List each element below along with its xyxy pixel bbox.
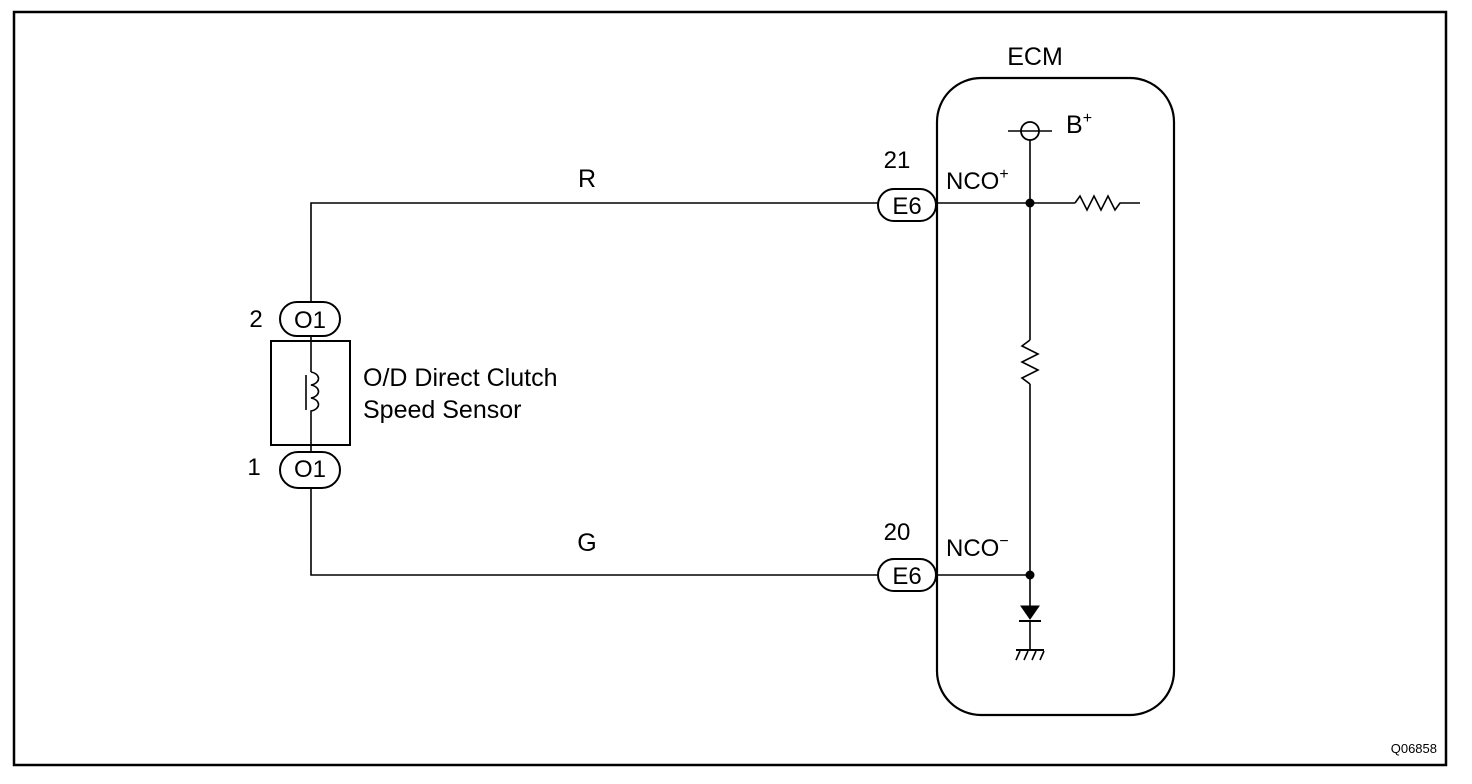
bplus-label: B+ <box>1066 110 1092 139</box>
wire-r <box>310 202 880 305</box>
connector-o1-pin1-label: O1 <box>294 456 326 483</box>
nco-plus-label: NCO+ <box>946 166 1009 195</box>
wire-g <box>310 488 880 576</box>
pin-1-number: 1 <box>247 454 260 481</box>
junction-dot-bottom <box>1025 570 1035 580</box>
connector-o1-pin2 <box>279 301 341 337</box>
connector-o1-pin2-label: O1 <box>294 307 326 334</box>
wire-g-label: G <box>577 529 596 557</box>
connector-e6-pin20-label: E6 <box>892 563 921 590</box>
ecm-box <box>935 76 1176 717</box>
pin-2-number: 2 <box>249 306 262 333</box>
vertical-resistor <box>1020 339 1040 385</box>
diode-icon <box>1020 605 1040 620</box>
pullup-resistor <box>1074 194 1140 212</box>
diagram-frame <box>12 10 1448 767</box>
junction-dot-top <box>1025 198 1035 208</box>
nco-minus-label: NCO− <box>946 533 1009 562</box>
connector-e6-pin21-label: E6 <box>892 193 921 220</box>
connector-o1-pin1 <box>279 451 341 489</box>
wire-r-label: R <box>578 165 596 193</box>
coil-icon <box>310 371 320 414</box>
connector-e6-pin21 <box>877 188 937 222</box>
ground-icon <box>1015 649 1045 661</box>
ecm-title: ECM <box>1007 43 1063 71</box>
sensor-name-line2: Speed Sensor <box>363 396 521 424</box>
pin-21-number: 21 <box>884 147 911 174</box>
pin-20-number: 20 <box>884 519 911 546</box>
figure-code: Q06858 <box>1391 741 1437 756</box>
sensor-name-line1: O/D Direct Clutch <box>363 364 557 392</box>
